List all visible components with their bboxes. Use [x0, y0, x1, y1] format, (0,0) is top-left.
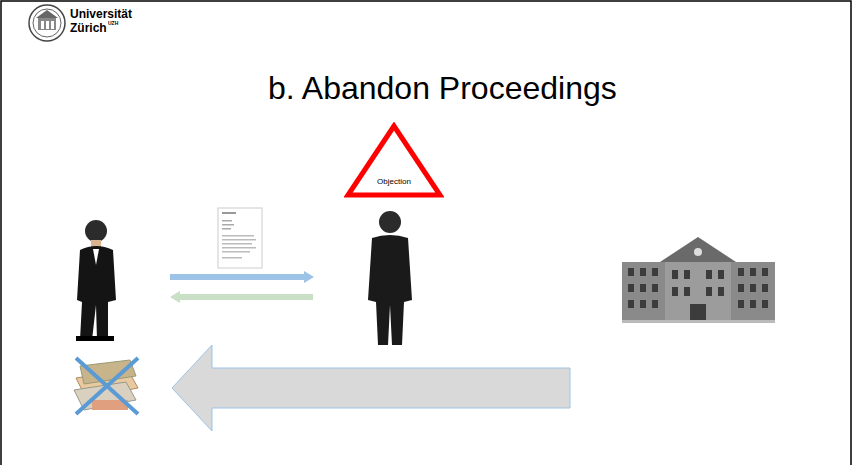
court-building	[622, 237, 775, 323]
exchange-arrows	[170, 271, 314, 303]
person-figure	[368, 211, 412, 345]
return-arrow	[172, 345, 570, 431]
person-figure	[76, 220, 116, 341]
triangle-outline	[344, 122, 444, 198]
university-name: Zürich	[70, 22, 107, 35]
crossed-files	[74, 358, 138, 414]
logo-superscript: UZH	[108, 21, 118, 27]
university-seal	[29, 5, 65, 41]
objection-triangle: Objection	[344, 122, 444, 198]
document-icon	[218, 208, 262, 268]
slide-title: b. Abandon Proceedings	[268, 70, 617, 107]
node-text: Objection	[344, 177, 444, 186]
university-name: Universität	[70, 8, 132, 21]
